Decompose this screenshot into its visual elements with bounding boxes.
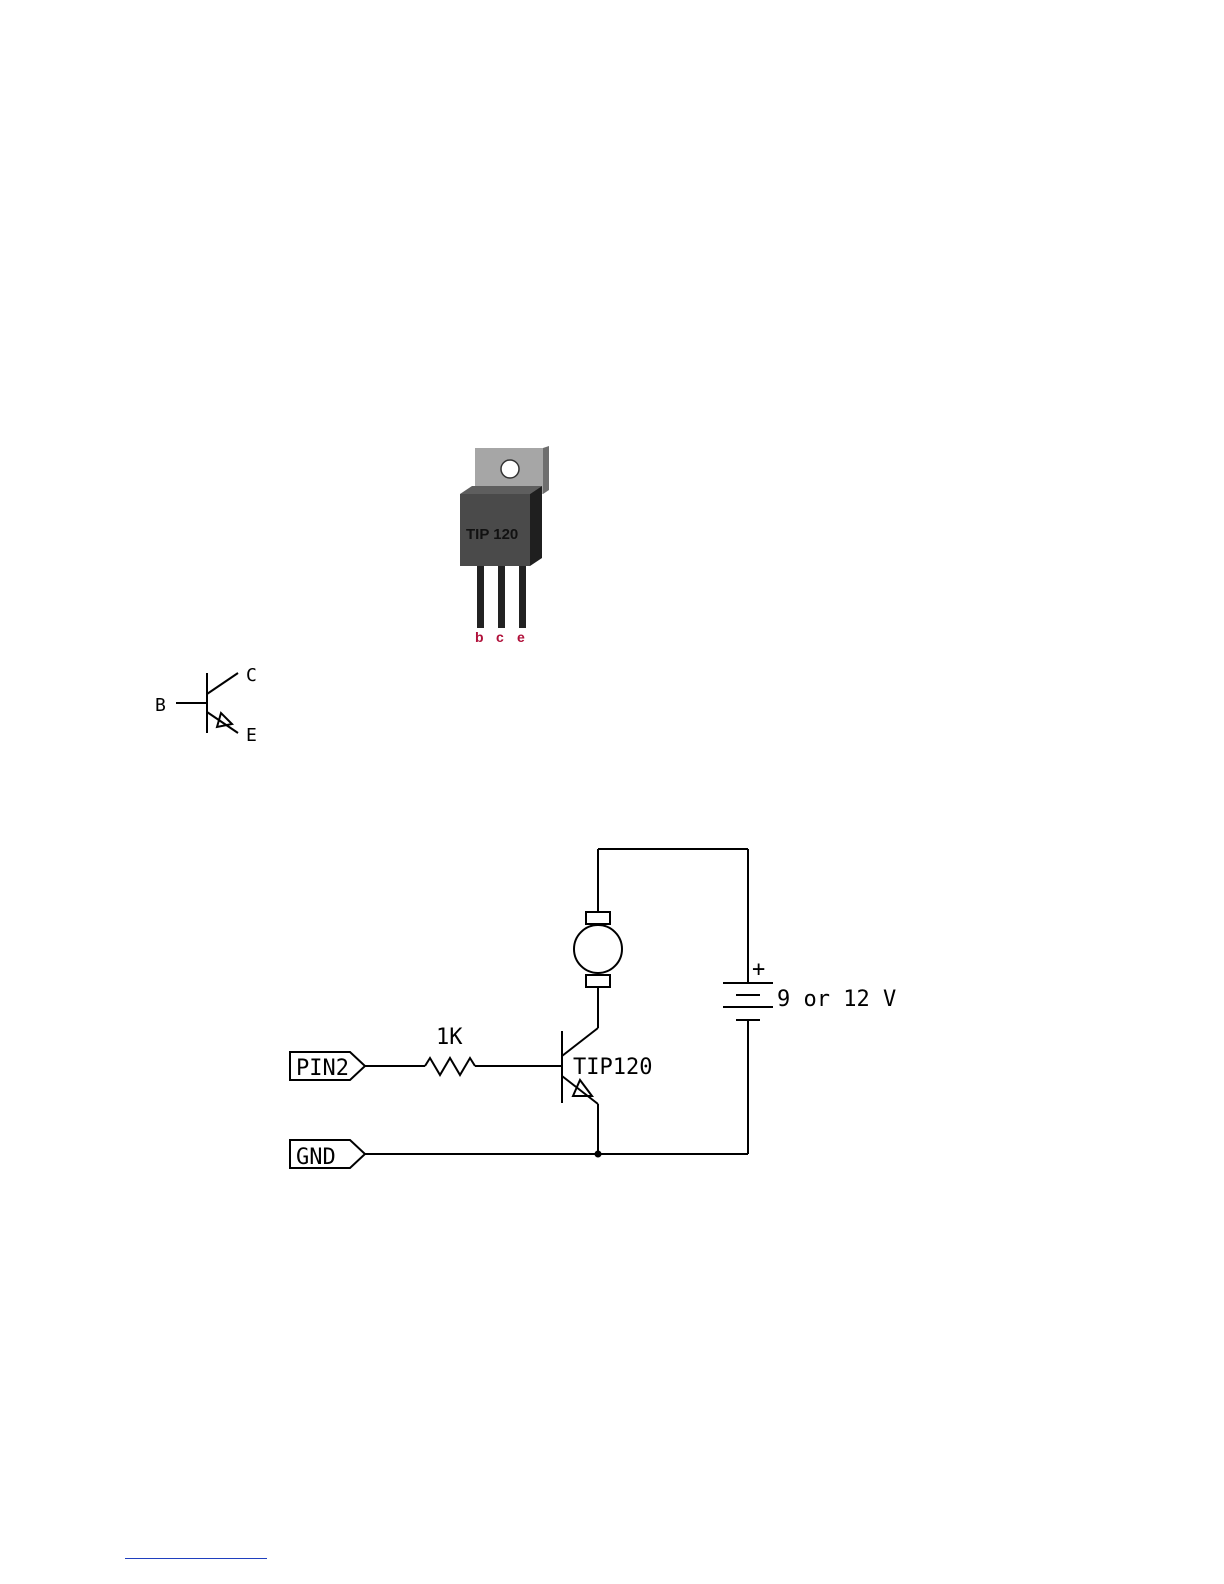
pin-label-e: e (517, 629, 525, 645)
motor-schematic: PIN2 GND 1K TIP120 + 9 or 12 V (290, 849, 896, 1170)
gnd-label: GND (296, 1145, 336, 1170)
motor-terminal-bottom (586, 975, 610, 987)
transistor-label: TIP120 (573, 1055, 652, 1080)
symbol-label-b: B (155, 695, 166, 716)
symbol-label-c: C (246, 665, 257, 686)
mounting-hole (501, 460, 519, 478)
pin2-label: PIN2 (296, 1056, 349, 1081)
motor-terminal-top (586, 912, 610, 924)
tip120-package: TIP 120 b c e (460, 446, 549, 645)
footnote-separator (125, 1558, 267, 1559)
lead-emitter (519, 566, 526, 628)
symbol-emitter-arrow (217, 713, 232, 727)
transistor-emitter-arrow (573, 1080, 592, 1096)
battery-plus-label: + (752, 957, 765, 982)
junction-dot (595, 1151, 602, 1158)
pin-label-b: b (475, 629, 484, 645)
symbol-label-e: E (246, 725, 257, 746)
pin-label-c: c (496, 629, 504, 645)
resistor (425, 1058, 475, 1075)
transistor-collector-lead (562, 1028, 598, 1056)
lead-base (477, 566, 484, 628)
package-label: TIP 120 (466, 526, 518, 543)
motor-symbol (574, 925, 622, 973)
lead-collector (498, 566, 505, 628)
battery-voltage-label: 9 or 12 V (777, 987, 896, 1012)
symbol-collector-lead (207, 673, 238, 694)
npn-symbol: B C E (155, 665, 257, 746)
resistor-label: 1K (436, 1025, 463, 1050)
